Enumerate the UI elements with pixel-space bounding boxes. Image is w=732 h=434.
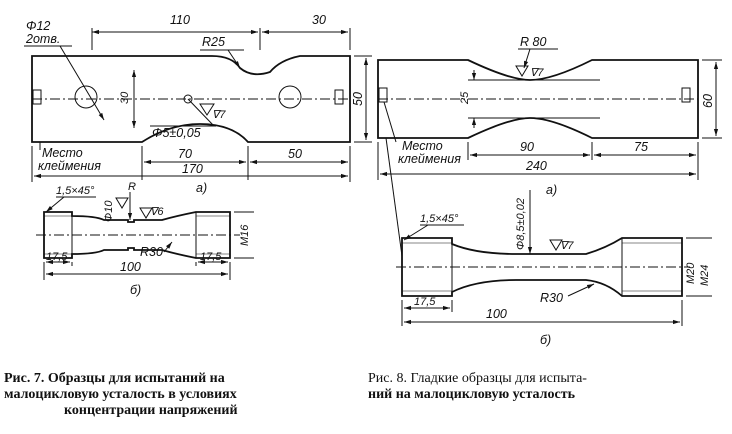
fig7a-hole-right <box>278 85 302 109</box>
fig7a-sublabel: а) <box>196 181 207 195</box>
fig8a-dim-90: 90 <box>520 140 534 154</box>
fig8b-outline <box>401 237 683 297</box>
fig7b-radius-r: R <box>128 181 136 193</box>
fig8a-dim-60: 60 <box>701 94 715 108</box>
fig8a-notch-radius: R 80 <box>520 35 546 49</box>
fig8b-sublabel: б) <box>540 333 551 347</box>
fig7b-dia-10: Φ10 <box>103 200 115 222</box>
fig7a-hole-left <box>74 85 98 109</box>
fig7a-dim-30-left: 30 <box>119 91 131 104</box>
fig7b-dim-100: 100 <box>120 260 141 274</box>
fig7-caption-line1: Образцы для испытаний на <box>47 371 225 386</box>
fig8b-thread-left <box>402 242 452 292</box>
fig7a-marking-place-1: Место <box>42 146 83 160</box>
fig8b-thread-m20: M20 <box>685 262 697 284</box>
fig7-caption-label: Рис. 7. <box>4 371 45 386</box>
fig7b-dim-17-5-right: 17,5 <box>200 251 222 263</box>
fig8b-fillet: R30 <box>540 291 563 305</box>
fig7b-thread-right <box>196 215 230 255</box>
fig7-caption-line3: концентрации напряжений <box>64 403 238 418</box>
fig7a-marking-place-2: клеймения <box>38 159 101 173</box>
fig7a-dim-50-bottom: 50 <box>288 147 302 161</box>
fig7b-thread: M16 <box>239 224 251 246</box>
fig8-caption-line1: Рис. 8. Гладкие образцы для испыта- <box>368 371 587 386</box>
fig8a-flat-specimen: R 80 ∇7 25 60 Место клеймения 90 75 240 … <box>377 35 722 197</box>
fig7a-flat-specimen: 110 30 Φ12 2отв. R25 30 50 Φ5±0,05 ∇7 Ме… <box>24 13 372 195</box>
fig7-caption: Рис. 7. Образцы для испытаний на малоцик… <box>4 371 354 419</box>
fig8-caption-line2: ний на малоцикловую усталость <box>368 387 575 402</box>
fig7a-notch-radius: R25 <box>202 35 225 49</box>
fig7b-chamfer: 1,5×45° <box>56 185 95 197</box>
fig8a-marking-place-1: Место <box>402 139 443 153</box>
fig8a-mark-left <box>378 87 388 103</box>
fig8b-chamfer: 1,5×45° <box>420 213 459 225</box>
fig8-caption: Рис. 8. Гладкие образцы для испыта- ний … <box>368 371 728 403</box>
fig8a-marking-place-2: клеймения <box>398 152 461 166</box>
fig7a-dim-170: 170 <box>182 162 203 176</box>
fig8a-roughness: ∇7 <box>530 67 544 79</box>
fig8a-outline <box>377 59 699 139</box>
fig8b-roughness: ∇7 <box>560 240 574 252</box>
fig7a-hole-count: 2отв. <box>25 32 60 46</box>
fig7a-mark-left <box>32 89 42 105</box>
fig8a-dim-75: 75 <box>634 140 648 154</box>
fig8b-dim-17-5: 17,5 <box>414 296 436 308</box>
fig7b-fillet: R30 <box>140 245 163 259</box>
fig7-caption-line2: малоцикловую усталость в условиях <box>4 387 237 402</box>
fig8a-mark-right <box>681 87 691 103</box>
fig7a-roughness: ∇7 <box>212 109 226 121</box>
fig7a-dim-70: 70 <box>178 147 192 161</box>
fig8a-dim-25: 25 <box>459 91 471 105</box>
technical-drawing: 110 30 Φ12 2отв. R25 30 50 Φ5±0,05 ∇7 Ме… <box>24 13 722 347</box>
fig7b-roughness: ∇6 <box>150 206 164 218</box>
fig8b-thread-right <box>622 242 682 292</box>
fig7a-hole-dia: Φ12 <box>26 19 50 33</box>
fig8b-dia-gauge: Φ8,5±0,02 <box>515 198 527 250</box>
fig8b-round-specimen: 1,5×45° Φ8,5±0,02 ∇7 M20 M24 R30 17,5 10… <box>385 137 712 347</box>
fig7a-dim-30-top: 30 <box>312 13 326 27</box>
fig7a-mark-right <box>334 89 344 105</box>
fig7b-dim-17-5-left: 17,5 <box>46 251 68 263</box>
fig7b-outline <box>43 211 231 259</box>
fig7a-dim-110: 110 <box>170 13 190 27</box>
fig8a-dim-240: 240 <box>525 159 547 173</box>
fig7b-sublabel: б) <box>130 283 141 297</box>
fig7b-round-specimen: 1,5×45° R Φ10 ∇6 M16 R30 17,5 17,5 100 б… <box>36 181 254 297</box>
fig8b-dim-100: 100 <box>486 307 507 321</box>
fig8a-sublabel: а) <box>546 183 557 197</box>
fig7a-dim-50-right: 50 <box>351 92 365 106</box>
fig8b-thread-m24: M24 <box>699 265 711 286</box>
fig7a-small-hole-dia: Φ5±0,05 <box>152 126 201 140</box>
fig7b-thread-left <box>44 215 72 255</box>
